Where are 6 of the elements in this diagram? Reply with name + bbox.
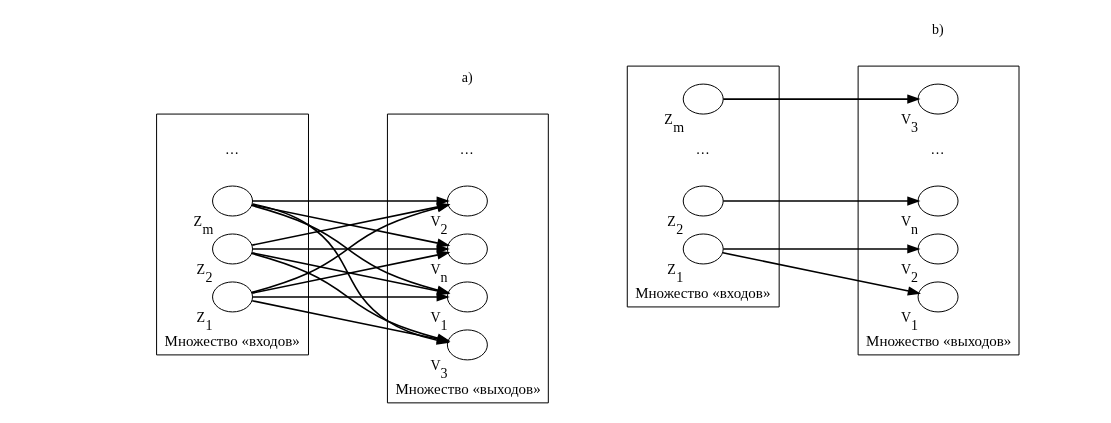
label: … xyxy=(695,141,710,157)
label: … xyxy=(930,141,945,157)
label: b) xyxy=(931,21,944,37)
label: a) xyxy=(461,69,473,85)
label: … xyxy=(224,141,239,157)
label: … xyxy=(459,141,474,157)
